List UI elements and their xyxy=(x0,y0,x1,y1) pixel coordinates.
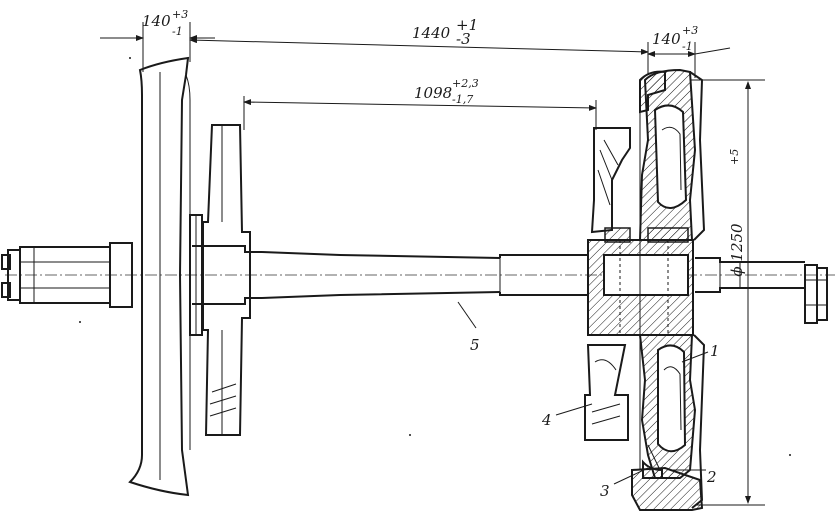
dim-inner-span: 1098 +2,3 -1,7 xyxy=(243,77,597,130)
dim-right-tire-lower: -1 xyxy=(682,40,693,53)
dim-inner-span-lower: -1,7 xyxy=(452,93,473,106)
callout-label-4: 4 xyxy=(541,411,552,429)
callout-label-2: 2 xyxy=(706,468,717,486)
left-brake-disc xyxy=(202,124,251,436)
callout-label-5: 5 xyxy=(470,336,480,354)
dim-inner-span-base: 1098 xyxy=(414,84,452,102)
dim-left-tire-lower: -1 xyxy=(172,25,183,38)
left-wheel xyxy=(128,56,203,497)
dim-wheel-base-lower: -3 xyxy=(456,30,471,48)
right-brake-disc xyxy=(584,127,631,441)
dim-wheel-diameter-upper: +5 xyxy=(728,149,741,165)
dim-left-tire-base: 140 xyxy=(142,12,171,30)
dim-left-tire-upper: +3 xyxy=(172,8,188,21)
dim-left-tire-width: 140 +3 -1 xyxy=(100,8,215,72)
dim-right-tire-upper: +3 xyxy=(682,24,698,37)
callout-part-2: 2 xyxy=(672,468,717,486)
dim-inner-span-upper: +2,3 xyxy=(452,77,479,90)
dim-wheel-diameter-base: ϕ 1250 xyxy=(728,223,746,277)
callout-label-3: 3 xyxy=(600,482,610,500)
callout-part-1: 1 xyxy=(681,342,720,363)
callout-part-3: 3 xyxy=(600,467,649,500)
dim-right-tire-base: 140 xyxy=(652,30,681,48)
dim-wheel-base-upper: +1 xyxy=(456,16,478,34)
axle xyxy=(7,242,828,324)
dim-wheel-base-base: 1440 xyxy=(412,24,451,42)
callout-part-4: 4 xyxy=(541,403,593,429)
callout-label-1: 1 xyxy=(710,342,720,360)
dim-right-tire-width: 140 +3 -1 xyxy=(647,24,731,78)
retaining-ring xyxy=(642,444,663,479)
dim-wheel-base: 1440 +1 -3 xyxy=(189,16,649,75)
dim-wheel-diameter: ϕ 1250 +5 xyxy=(690,79,765,506)
left-end-cap xyxy=(1,254,11,298)
callout-part-5: 5 xyxy=(457,301,480,354)
scan-specks xyxy=(79,57,791,456)
